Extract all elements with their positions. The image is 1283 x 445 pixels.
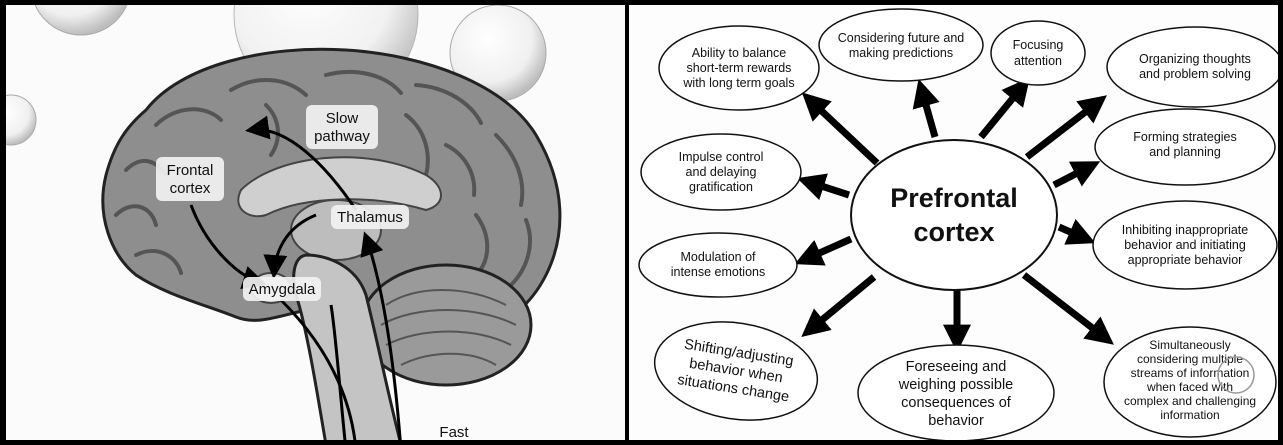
- center-node: Prefrontal cortex: [851, 140, 1057, 290]
- center-title-line1: Prefrontal: [890, 183, 1018, 213]
- label-frontal-line2: cortex: [170, 180, 211, 197]
- label-thalamus: Thalamus: [337, 209, 403, 226]
- prefrontal-diagram: Prefrontal cortex Ability to balance sho…: [629, 5, 1278, 440]
- node-focusing-line2: attention: [1014, 54, 1062, 68]
- arrow-to-simultaneous: [1024, 275, 1104, 337]
- label-slow-line1: Slow: [326, 110, 359, 127]
- node-balance-line2: short-term rewards: [687, 61, 792, 75]
- node-simultaneous-line3: streams of information: [1131, 366, 1250, 380]
- node-simultaneous-line1: Simultaneously: [1149, 338, 1230, 352]
- label-amygdala: Amygdala: [249, 281, 316, 298]
- node-inhibiting-line1: Inhibiting inappropriate: [1122, 223, 1249, 237]
- arrow-to-strategies: [1054, 167, 1089, 185]
- node-shifting: Shifting/adjusting behavior when situati…: [648, 311, 825, 431]
- node-modulation-line2: intense emotions: [671, 265, 766, 279]
- node-focusing: Focusing attention: [991, 21, 1085, 85]
- node-balance-line1: Ability to balance: [692, 46, 787, 60]
- center-title-line2: cortex: [913, 217, 994, 247]
- label-frontal-line1: Frontal: [167, 162, 214, 179]
- brain-illustration: Slow pathway Frontal cortex Thalamus Amy…: [6, 5, 625, 440]
- arrow-to-shifting: [811, 277, 874, 329]
- prefrontal-functions-panel: Prefrontal cortex Ability to balance sho…: [629, 5, 1278, 440]
- node-inhibiting-line3: appropriate behavior: [1128, 253, 1243, 267]
- node-impulse: Impulse control and delaying gratificati…: [641, 134, 801, 210]
- label-slow-line2: pathway: [314, 128, 370, 145]
- bubble-decoration: [31, 5, 131, 35]
- arrow-to-impulse: [809, 182, 849, 195]
- node-future-line2: making predictions: [849, 46, 953, 60]
- brain-pathway-panel: Slow pathway Frontal cortex Thalamus Amy…: [6, 5, 625, 440]
- node-strategies-line2: and planning: [1149, 145, 1221, 159]
- node-inhibiting: Inhibiting inappropriate behavior and in…: [1093, 201, 1277, 289]
- node-simultaneous-line6: information: [1160, 408, 1219, 422]
- node-focusing-line1: Focusing: [1013, 38, 1064, 52]
- arrow-to-focusing: [981, 87, 1022, 137]
- node-organizing-line1: Organizing thoughts: [1139, 52, 1251, 66]
- node-simultaneous-line5: complex and challenging: [1124, 394, 1256, 408]
- node-organizing: Organizing thoughts and problem solving: [1107, 27, 1278, 107]
- node-future-line1: Considering future and: [838, 31, 965, 45]
- node-modulation: Modulation of intense emotions: [639, 233, 797, 297]
- node-future: Considering future and making prediction…: [819, 9, 983, 81]
- node-impulse-line3: gratification: [689, 180, 753, 194]
- node-foreseeing-line1: Foreseeing and: [906, 359, 1007, 375]
- node-strategies-line1: Forming strategies: [1133, 130, 1237, 144]
- label-fast: Fast: [439, 424, 469, 440]
- arrow-to-balance: [811, 101, 877, 163]
- arrow-to-future: [922, 91, 935, 137]
- node-foreseeing-line3: consequences of: [901, 395, 1012, 411]
- node-modulation-line1: Modulation of: [680, 250, 756, 264]
- node-foreseeing-line2: weighing possible: [898, 377, 1013, 393]
- arrow-to-inhibiting: [1059, 227, 1084, 238]
- bubble-decoration: [6, 95, 36, 145]
- node-inhibiting-line2: behavior and initiating: [1124, 238, 1246, 252]
- arrow-to-organizing: [1027, 103, 1097, 157]
- node-strategies: Forming strategies and planning: [1095, 109, 1275, 185]
- node-foreseeing-line4: behavior: [928, 413, 984, 429]
- node-impulse-line2: and delaying: [686, 165, 757, 179]
- node-foreseeing: Foreseeing and weighing possible consequ…: [858, 345, 1054, 440]
- node-balance-line3: with long term goals: [682, 76, 794, 90]
- node-simultaneous: Simultaneously considering multiple stre…: [1104, 327, 1276, 437]
- arrow-to-modulation: [806, 239, 851, 259]
- node-impulse-line1: Impulse control: [679, 150, 764, 164]
- node-balance: Ability to balance short-term rewards wi…: [659, 26, 819, 110]
- node-organizing-line2: and problem solving: [1139, 67, 1251, 81]
